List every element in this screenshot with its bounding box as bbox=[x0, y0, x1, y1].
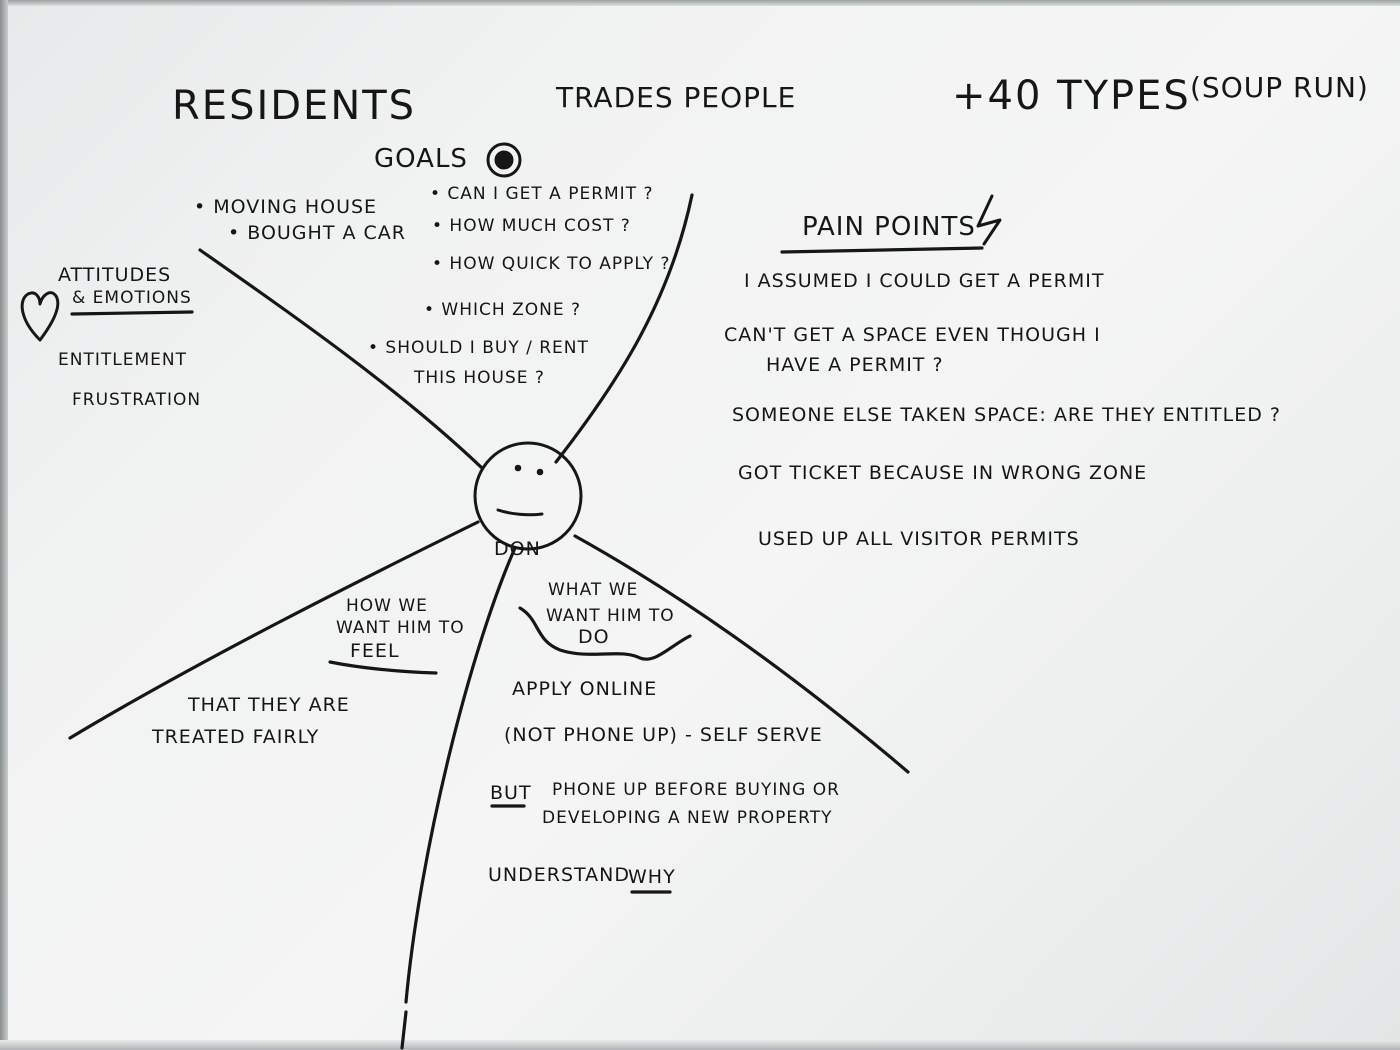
pain-point-item: GOT TICKET BECAUSE IN WRONG ZONE bbox=[738, 462, 1148, 484]
attitudes-underline bbox=[70, 310, 194, 316]
feel-label-line: WANT HIM TO bbox=[336, 618, 465, 638]
do-label-line: WHAT WE bbox=[548, 580, 639, 600]
lightning-icon bbox=[976, 194, 1002, 246]
cloud-underline bbox=[518, 606, 692, 661]
spoke-bottom-tail bbox=[400, 1010, 408, 1050]
goal-item: • CAN I GET A PERMIT ? bbox=[430, 184, 654, 204]
do-label-word: DO bbox=[578, 626, 610, 648]
pain-points-title: PAIN POINTS bbox=[802, 212, 976, 242]
attitude-item: ENTITLEMENT bbox=[58, 350, 187, 370]
heart-icon bbox=[20, 291, 60, 342]
feel-underline bbox=[328, 660, 438, 675]
do-label-line: WANT HIM TO bbox=[546, 606, 675, 626]
do-item: DEVELOPING A NEW PROPERTY bbox=[542, 808, 833, 828]
goal-item: THIS HOUSE ? bbox=[414, 368, 545, 388]
do-item: UNDERSTAND bbox=[488, 864, 630, 886]
goal-item: • BOUGHT A CAR bbox=[228, 222, 406, 244]
board-frame-top bbox=[0, 0, 1400, 6]
pain-point-item: SOMEONE ELSE TAKEN SPACE: ARE THEY ENTIT… bbox=[732, 404, 1282, 426]
spoke-lower-left bbox=[68, 520, 480, 740]
do-item: PHONE UP BEFORE BUYING OR bbox=[552, 780, 840, 800]
goal-item: • MOVING HOUSE bbox=[194, 196, 378, 218]
attitude-item: FRUSTRATION bbox=[72, 390, 202, 410]
attitudes-title: ATTITUDES bbox=[58, 264, 172, 286]
do-item: APPLY ONLINE bbox=[512, 678, 658, 700]
do-item-but: BUT bbox=[490, 782, 532, 804]
goal-item: • HOW MUCH COST ? bbox=[432, 216, 631, 236]
target-icon bbox=[486, 142, 522, 178]
pain-point-item: I ASSUMED I COULD GET A PERMIT bbox=[744, 270, 1105, 292]
board-frame-left bbox=[0, 0, 8, 1050]
feel-label-line: HOW WE bbox=[346, 596, 428, 616]
persona-name: DON bbox=[494, 538, 541, 560]
feel-text-line: THAT THEY ARE bbox=[188, 694, 350, 716]
spoke-upper-right bbox=[554, 193, 694, 464]
do-item-why: WHY bbox=[628, 866, 676, 888]
residents-label: RESIDENTS bbox=[172, 83, 417, 129]
spoke-lower-right bbox=[573, 534, 910, 774]
pain-point-item: USED UP ALL VISITOR PERMITS bbox=[758, 528, 1080, 550]
goal-item: • WHICH ZONE ? bbox=[424, 300, 582, 320]
goal-item: • SHOULD I BUY / RENT bbox=[368, 338, 589, 358]
goals-title: GOALS bbox=[374, 144, 468, 174]
goal-item: • HOW QUICK TO APPLY ? bbox=[432, 254, 671, 274]
pain-point-item: CAN'T GET A SPACE EVEN THOUGH I bbox=[724, 324, 1101, 346]
board-frame-bottom bbox=[0, 1040, 1400, 1050]
types-count-label: +40 TYPES bbox=[952, 73, 1191, 119]
soup-run-label: (SOUP RUN) bbox=[1190, 71, 1369, 104]
spoke-bottom bbox=[404, 546, 517, 1004]
spoke-upper-left bbox=[198, 248, 484, 470]
feel-text-line: TREATED FAIRLY bbox=[152, 726, 320, 748]
pain-point-item: HAVE A PERMIT ? bbox=[766, 354, 944, 376]
trades-people-label: TRADES PEOPLE bbox=[556, 81, 797, 114]
pain-points-underline bbox=[780, 246, 984, 254]
feel-label-word: FEEL bbox=[350, 640, 400, 662]
emotions-title: & EMOTIONS bbox=[72, 288, 192, 308]
do-item: (NOT PHONE UP) - SELF SERVE bbox=[504, 724, 823, 746]
smiley-face-icon bbox=[473, 441, 583, 551]
